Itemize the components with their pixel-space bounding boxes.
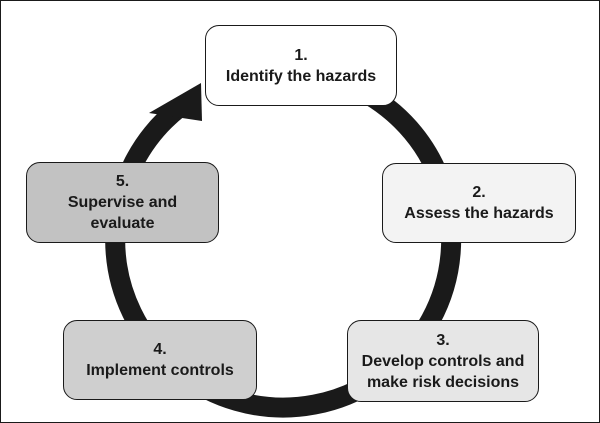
step-2-box: 2. Assess the hazards bbox=[382, 163, 576, 243]
step-5-label-line-2: evaluate bbox=[90, 215, 155, 232]
step-5-box: 5. Supervise and evaluate bbox=[26, 162, 219, 243]
step-1-label: Identify the hazards bbox=[225, 67, 377, 85]
step-2-label: Assess the hazards bbox=[404, 205, 554, 222]
step-5-number: 5. bbox=[115, 173, 130, 190]
step-5-label-line-1: Supervise and bbox=[67, 194, 178, 211]
step-4-number: 4. bbox=[153, 341, 167, 358]
step-1-box: 1. Identify the hazards bbox=[205, 25, 397, 106]
step-4-box: 4. Implement controls bbox=[63, 320, 257, 400]
step-2-number: 2. bbox=[472, 184, 486, 201]
step-4-label: Implement controls bbox=[86, 362, 234, 379]
step-3-number: 3. bbox=[436, 331, 450, 349]
step-3-label-line-1: Develop controls and bbox=[361, 352, 525, 370]
step-3-box: 3. Develop controls and make risk decisi… bbox=[347, 320, 539, 402]
step-3-label-line-2: make risk decisions bbox=[366, 373, 520, 391]
step-1-number: 1. bbox=[294, 46, 308, 64]
cycle-arrowhead bbox=[149, 83, 202, 121]
